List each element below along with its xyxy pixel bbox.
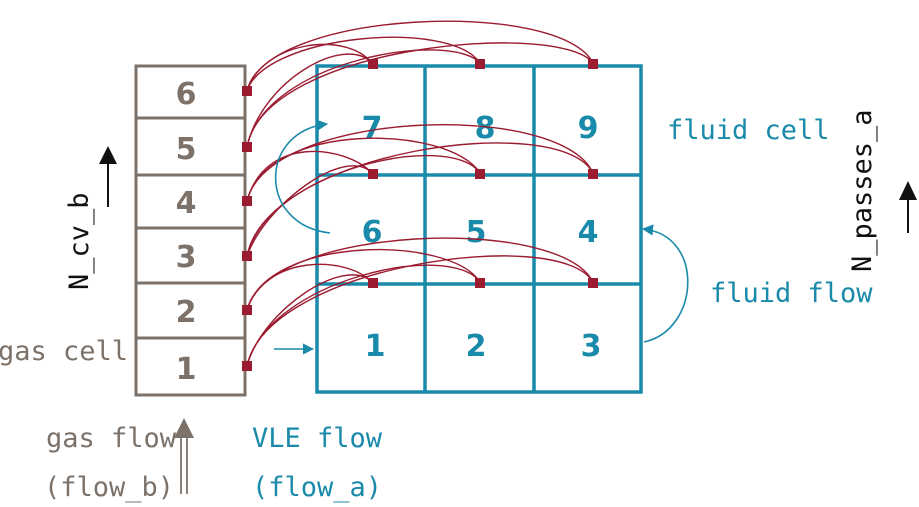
gas-cell-number: 4 [176,186,197,221]
fluid-cell-number: 7 [362,111,383,146]
fluid-cell-number: 3 [581,329,602,364]
arrow-head [899,181,917,200]
vle-flow-label: VLE flow [252,423,383,454]
coupling-curve [246,237,594,311]
coupling-node [588,59,598,69]
labels: gas cell gas flow (flow_b) VLE flow (flo… [0,109,878,503]
coupling-node [368,59,378,69]
gas-column-outline [134,64,247,397]
gas-column [134,64,247,397]
coupling-curve [246,43,373,92]
fluid-cell-label: fluid cell [667,115,830,146]
coupling-curves [246,20,594,367]
gas-cell-number: 6 [176,77,197,112]
n-passes-a-arrow [899,181,917,233]
fluid-flow-arrows [274,119,689,355]
fluid-cell-number: 1 [365,329,386,364]
coupling-curve [246,20,594,92]
gas-cell-numbers: 1 2 3 4 5 6 [176,77,197,387]
coupling-curve [246,274,373,367]
coupling-node [242,251,252,261]
n-cv-b-label: N_cv_b [64,192,95,290]
coupling-curve [246,255,594,367]
coupling-curve [246,142,594,257]
coupling-node [242,305,252,315]
coupling-curve [246,42,594,148]
turn-arrow-3-to-4 [641,224,689,343]
flow-a-label: (flow_a) [252,472,382,503]
coupling-node [242,196,252,206]
turn-arrow-6-to-7 [274,119,331,234]
fluid-cell-number: 9 [578,111,599,146]
coupling-node [588,169,598,179]
coupling-curve [246,36,481,92]
gas-cell-number: 3 [176,240,197,275]
fluid-cell-number: 2 [466,329,487,364]
coupling-curve [246,154,481,257]
coupling-node [242,361,252,371]
coupling-curve [246,124,594,202]
gas-cell-label: gas cell [0,336,128,367]
gas-flow-arrow [174,418,194,494]
fluid-cell-number: 5 [466,215,487,250]
fluid-cell-number: 6 [362,215,383,250]
gas-cell-number: 1 [176,352,197,387]
coupling-nodes [242,59,598,371]
arrow-head [174,418,194,438]
gas-flow-label: gas flow [46,423,177,454]
coupling-node [475,278,485,288]
coupling-node [588,278,598,288]
coupling-curve [246,248,481,311]
flow-b-label: (flow_b) [44,472,174,503]
arrow-head [99,146,117,164]
coupling-node [368,278,378,288]
n-passes-a-label: N_passes_a [847,109,878,272]
gas-cell-number: 2 [176,295,197,330]
coupling-curve [246,53,373,148]
gas-cell-number: 5 [176,132,197,167]
fluid-cell-number: 4 [578,215,599,250]
coupling-curve [246,165,373,257]
coupling-node [475,169,485,179]
fluid-flow-label: fluid flow [710,278,873,309]
coupling-node [475,59,485,69]
coupling-node [242,86,252,96]
n-cv-b-arrow [99,146,117,207]
coupling-curve [246,263,373,311]
coupling-node [368,169,378,179]
fluid-cell-numbers: 7 8 9 6 5 4 1 2 3 [362,111,602,364]
coupling-curve [246,137,481,202]
fluid-cell-number: 8 [475,111,496,146]
coupling-curve [246,264,481,367]
coupling-node [242,142,252,152]
